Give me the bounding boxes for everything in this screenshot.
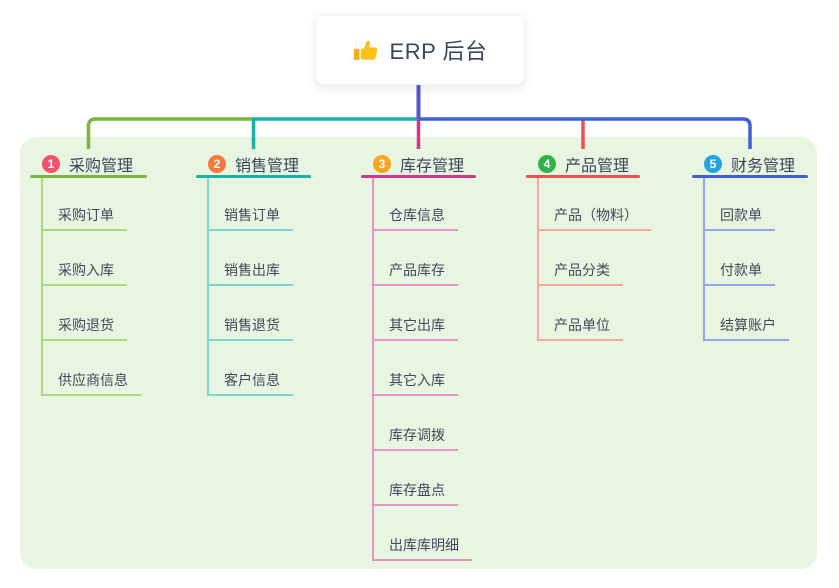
child-node[interactable]: 产品分类: [537, 258, 623, 286]
child-label: 出库库明细: [389, 537, 459, 553]
child-node[interactable]: 付款单: [703, 258, 775, 286]
root-node[interactable]: ERP 后台: [315, 15, 525, 85]
child-label: 采购订单: [58, 207, 114, 223]
child-label: 库存调拨: [389, 427, 445, 443]
branch-child-connector: [207, 178, 209, 396]
child-node[interactable]: 供应商信息: [41, 368, 141, 396]
child-label: 付款单: [720, 262, 762, 278]
child-label: 销售订单: [224, 207, 280, 223]
branch-label: 库存管理: [400, 158, 465, 175]
child-node[interactable]: 产品（物料）: [537, 203, 651, 231]
child-node[interactable]: 仓库信息: [372, 203, 458, 231]
branch-underline: [196, 175, 311, 178]
branch-label: 财务管理: [731, 158, 796, 175]
branch-label: 采购管理: [69, 158, 134, 175]
child-label: 结算账户: [720, 317, 776, 333]
child-label: 回款单: [720, 207, 762, 223]
child-label: 采购退货: [58, 317, 114, 333]
branch-label: 产品管理: [565, 158, 630, 175]
child-node[interactable]: 采购入库: [41, 258, 127, 286]
child-node[interactable]: 其它入库: [372, 368, 458, 396]
child-node[interactable]: 销售出库: [207, 258, 293, 286]
child-node[interactable]: 客户信息: [207, 368, 293, 396]
child-node[interactable]: 采购退货: [41, 313, 127, 341]
child-label: 产品单位: [554, 317, 610, 333]
branch-underline: [361, 175, 476, 178]
branch-header-1[interactable]: 1 采购管理: [30, 150, 147, 178]
branch-number-badge: 3: [373, 155, 391, 173]
branch-header-5[interactable]: 5 财务管理: [692, 150, 808, 178]
child-label: 产品库存: [389, 262, 445, 278]
branch-child-connector: [703, 178, 705, 341]
branch-header-3[interactable]: 3 库存管理: [361, 150, 476, 178]
child-label: 其它入库: [389, 372, 445, 388]
child-label: 其它出库: [389, 317, 445, 333]
child-label: 客户信息: [224, 372, 280, 388]
branch-underline: [692, 175, 808, 178]
child-label: 销售出库: [224, 262, 280, 278]
child-node[interactable]: 库存调拨: [372, 423, 458, 451]
branch-underline: [526, 175, 640, 178]
child-node[interactable]: 库存盘点: [372, 478, 458, 506]
child-label: 仓库信息: [389, 207, 445, 223]
branch-number-badge: 4: [538, 155, 556, 173]
branch-header-4[interactable]: 4 产品管理: [526, 150, 640, 178]
branch-child-connector: [537, 178, 539, 341]
child-node[interactable]: 采购订单: [41, 203, 127, 231]
child-node[interactable]: 其它出库: [372, 313, 458, 341]
child-node[interactable]: 结算账户: [703, 313, 789, 341]
child-label: 采购入库: [58, 262, 114, 278]
branch-number-badge: 5: [704, 155, 722, 173]
branch-header-2[interactable]: 2 销售管理: [196, 150, 311, 178]
thumbs-up-icon: [353, 40, 377, 60]
child-label: 产品（物料）: [554, 207, 638, 223]
branch-label: 销售管理: [235, 158, 300, 175]
child-node[interactable]: 回款单: [703, 203, 775, 231]
child-label: 产品分类: [554, 262, 610, 278]
child-label: 销售退货: [224, 317, 280, 333]
branch-number-badge: 1: [42, 155, 60, 173]
child-node[interactable]: 产品库存: [372, 258, 458, 286]
child-node[interactable]: 出库库明细: [372, 533, 472, 561]
branches-panel: [20, 137, 817, 569]
child-node[interactable]: 销售退货: [207, 313, 293, 341]
root-label: ERP 后台: [389, 39, 488, 64]
branch-number-badge: 2: [208, 155, 226, 173]
branch-child-connector: [41, 178, 43, 396]
child-node[interactable]: 产品单位: [537, 313, 623, 341]
child-label: 库存盘点: [389, 482, 445, 498]
branch-child-connector: [372, 178, 374, 561]
child-label: 供应商信息: [58, 372, 128, 388]
branch-underline: [30, 175, 147, 178]
child-node[interactable]: 销售订单: [207, 203, 293, 231]
